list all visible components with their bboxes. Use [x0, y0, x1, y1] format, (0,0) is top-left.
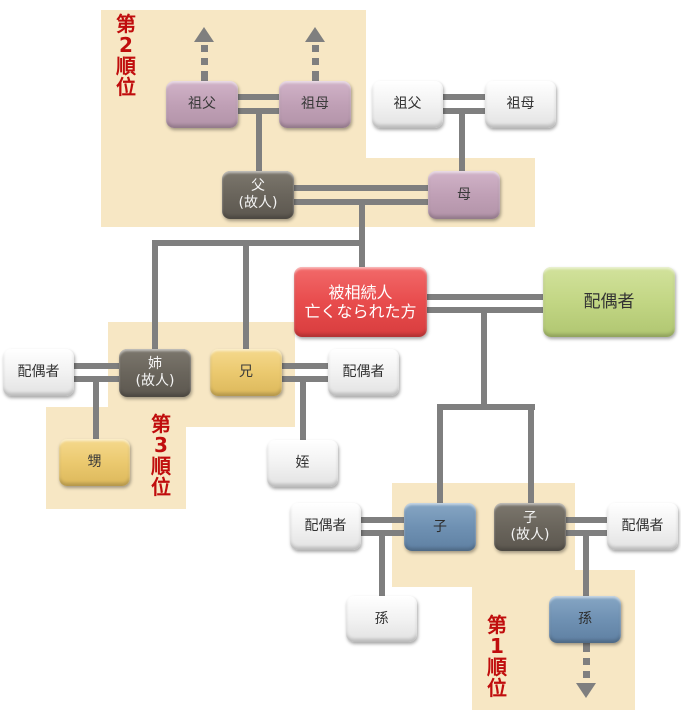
node-mother: 母 — [428, 171, 500, 219]
node-child-spouse: 配偶者 — [290, 503, 361, 550]
connector-line — [243, 240, 249, 349]
node-decedent-spouse: 配偶者 — [543, 267, 675, 337]
connector-line — [74, 363, 119, 369]
node-label: 被相続人 — [328, 283, 393, 302]
node-label: 甥 — [87, 454, 102, 470]
arrow-down-icon — [576, 683, 596, 698]
rank-label-2: 第 2 順 位 — [114, 14, 138, 98]
connector-line — [443, 94, 485, 100]
connector-line — [294, 185, 428, 191]
node-nephew: 甥 — [59, 439, 130, 486]
rank-char: 位 — [116, 75, 136, 99]
node-child: 子 — [404, 503, 476, 551]
node-father: 父 (故人) — [222, 171, 294, 219]
rank-char: 順 — [116, 54, 136, 78]
connector-line — [238, 94, 279, 100]
rank-label-1: 第 1 順 位 — [485, 615, 509, 699]
rank-char: 順 — [151, 454, 171, 478]
connector-line — [481, 307, 487, 410]
node-sublabel: (故人) — [238, 195, 278, 211]
connector-line — [256, 108, 262, 171]
node-label: 祖父 — [188, 96, 216, 112]
node-label: 母 — [457, 186, 471, 203]
connector-line — [359, 199, 365, 267]
node-label: 祖母 — [301, 96, 329, 112]
node-decedent: 被相続人 亡くなられた方 — [294, 267, 427, 337]
rank-char: 位 — [487, 676, 507, 700]
node-label: 兄 — [239, 364, 253, 380]
arrow-up-icon — [305, 27, 325, 42]
node-label: 配偶者 — [342, 364, 385, 380]
dash — [312, 45, 319, 52]
dash — [583, 643, 590, 652]
rank-char: 第 — [151, 412, 171, 436]
node-sublabel: 亡くなられた方 — [304, 302, 417, 321]
node-maternal-grandmother: 祖母 — [485, 81, 556, 128]
rank-char: 位 — [151, 475, 171, 499]
node-label: 配偶者 — [17, 364, 60, 380]
rank-char: 2 — [119, 33, 133, 57]
dash — [583, 658, 590, 665]
node-paternal-grandmother: 祖母 — [279, 81, 351, 128]
node-brother-spouse: 配偶者 — [328, 349, 399, 396]
connector-line — [361, 517, 404, 523]
node-deceased-child-spouse: 配偶者 — [607, 503, 678, 550]
dash — [201, 58, 208, 65]
node-sublabel: (故人) — [510, 527, 550, 543]
dash — [312, 71, 319, 81]
node-paternal-grandfather: 祖父 — [166, 81, 238, 128]
node-label: 子 — [433, 518, 447, 535]
node-label: 父 — [251, 178, 265, 194]
node-niece: 姪 — [267, 440, 338, 487]
dash — [583, 671, 590, 678]
dash — [201, 45, 208, 52]
dash — [312, 58, 319, 65]
node-sublabel: (故人) — [135, 373, 175, 389]
connector-line — [427, 294, 543, 300]
node-label: 姉 — [148, 356, 162, 372]
connector-line — [528, 404, 534, 503]
connector-line — [93, 376, 99, 439]
connector-line — [379, 530, 385, 596]
node-label: 孫 — [578, 611, 592, 627]
node-deceased-child: 子 (故人) — [494, 503, 566, 551]
node-grandchild-non-heir: 孫 — [346, 596, 417, 642]
node-sister: 姉 (故人) — [119, 349, 191, 397]
rank-char: 順 — [487, 655, 507, 679]
node-label: 孫 — [374, 610, 389, 627]
dash — [201, 71, 208, 81]
node-maternal-grandfather: 祖父 — [372, 81, 443, 128]
node-label: 子 — [523, 510, 537, 526]
connector-line — [282, 363, 328, 369]
node-brother: 兄 — [210, 349, 282, 396]
node-label: 配偶者 — [621, 518, 664, 534]
rank-char: 第 — [116, 12, 136, 36]
node-label: 配偶者 — [304, 518, 347, 534]
connector-line — [566, 517, 607, 523]
connector-line — [583, 530, 589, 596]
node-label: 姪 — [295, 455, 310, 471]
node-label: 配偶者 — [583, 291, 635, 312]
connector-line — [300, 376, 306, 440]
connector-line — [437, 404, 443, 503]
rank-char: 1 — [490, 634, 504, 658]
rank-label-3: 第 3 順 位 — [149, 414, 173, 498]
node-label: 祖父 — [393, 96, 422, 112]
node-sister-spouse: 配偶者 — [3, 349, 74, 396]
rank-char: 第 — [487, 613, 507, 637]
arrow-up-icon — [194, 27, 214, 42]
connector-line — [152, 240, 365, 246]
connector-line — [152, 240, 158, 349]
node-label: 祖母 — [506, 96, 535, 112]
node-grandchild-heir: 孫 — [549, 596, 621, 643]
rank-char: 3 — [154, 433, 168, 457]
connector-line — [459, 108, 465, 171]
connector-line — [437, 404, 535, 410]
